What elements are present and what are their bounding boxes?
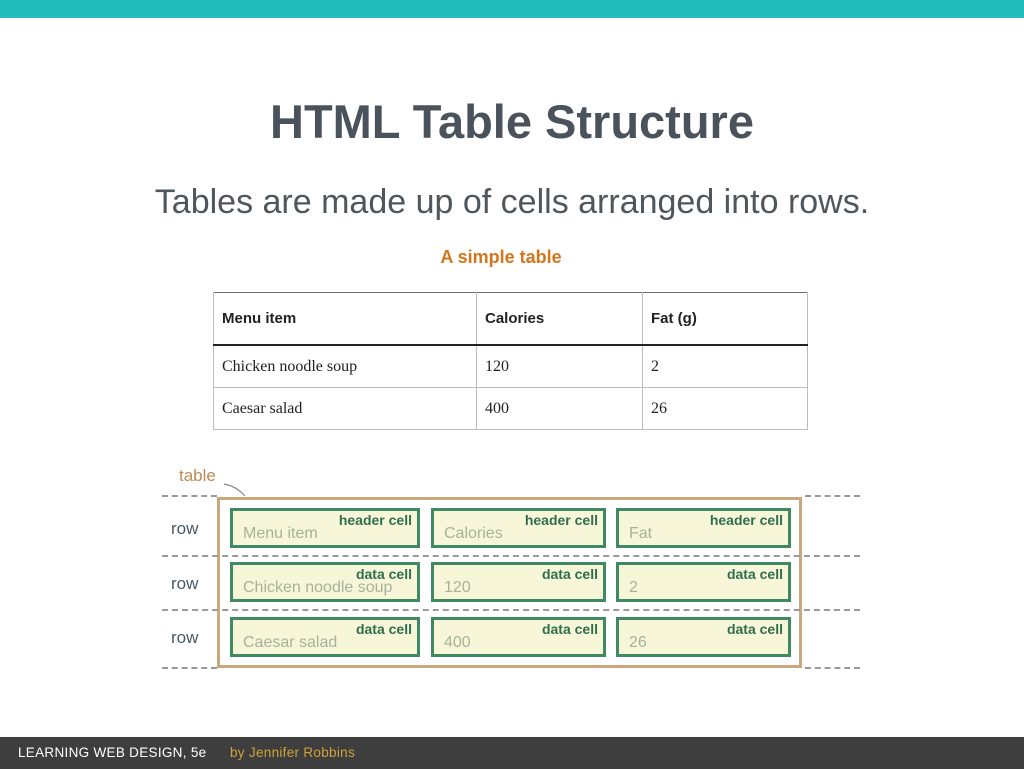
- top-accent-bar: [0, 0, 1024, 18]
- data-cell-label: data cell: [726, 566, 783, 582]
- data-cell-label: data cell: [541, 621, 598, 637]
- cell-content: 2: [629, 579, 638, 596]
- table-label: table: [179, 466, 216, 485]
- header-cell: Fat (g): [642, 292, 808, 346]
- header-cell: Menu item: [213, 292, 477, 346]
- data-cell: 2: [642, 344, 808, 388]
- header-cell-label: header cell: [709, 512, 783, 528]
- cell-content: Calories: [444, 525, 503, 542]
- footer-bar: LEARNING WEB DESIGN, 5e by Jennifer Robb…: [0, 737, 1024, 769]
- cell-content: 400: [444, 634, 471, 651]
- data-cell-box: data cell 120: [431, 562, 606, 602]
- simple-table: Menu item Calories Fat (g) Chicken noodl…: [213, 292, 808, 430]
- data-cell-label: data cell: [355, 566, 412, 582]
- header-cell-label: header cell: [524, 512, 598, 528]
- data-cell: 120: [476, 344, 643, 388]
- header-cell-box: header cell Calories: [431, 508, 606, 548]
- data-cell-box: data cell 400: [431, 617, 606, 657]
- data-cell: Caesar salad: [213, 387, 477, 430]
- slide-title: HTML Table Structure: [270, 95, 754, 148]
- footer-book-title: LEARNING WEB DESIGN, 5e: [18, 745, 207, 760]
- row-boundary-line: [162, 495, 217, 497]
- data-cell-box: data cell 2: [616, 562, 791, 602]
- row-boundary-line: [162, 667, 217, 669]
- row-boundary-line: [162, 609, 860, 611]
- cell-content: Menu item: [243, 525, 318, 542]
- table-row: Chicken noodle soup 120 2: [213, 344, 808, 388]
- data-cell-label: data cell: [726, 621, 783, 637]
- header-cell-box: header cell Fat: [616, 508, 791, 548]
- data-cell-box: data cell Caesar salad: [230, 617, 420, 657]
- data-cell: 400: [476, 387, 643, 430]
- figure-caption: A simple table: [440, 247, 562, 267]
- row-label: row: [171, 574, 199, 593]
- data-cell: 26: [642, 387, 808, 430]
- cell-content: Chicken noodle soup: [243, 579, 393, 596]
- cell-content: 120: [444, 579, 471, 596]
- row-boundary-line: [805, 667, 860, 669]
- footer-author: by Jennifer Robbins: [230, 745, 356, 760]
- row-label: row: [171, 519, 199, 538]
- row-label: row: [171, 628, 199, 647]
- row-boundary-line: [805, 495, 860, 497]
- data-cell-box: data cell Chicken noodle soup: [230, 562, 420, 602]
- header-cell: Calories: [476, 292, 643, 346]
- data-cell-label: data cell: [541, 566, 598, 582]
- header-cell-box: header cell Menu item: [230, 508, 420, 548]
- table-header-row: Menu item Calories Fat (g): [213, 292, 808, 346]
- cell-content: Caesar salad: [243, 634, 338, 651]
- table-row: Caesar salad 400 26: [213, 387, 808, 430]
- data-cell-box: data cell 26: [616, 617, 791, 657]
- row-boundary-line: [162, 555, 860, 557]
- header-cell-label: header cell: [338, 512, 412, 528]
- cell-content: Fat: [629, 525, 653, 542]
- data-cell-label: data cell: [355, 621, 412, 637]
- cell-content: 26: [629, 634, 647, 651]
- slide-subtitle: Tables are made up of cells arranged int…: [154, 183, 870, 221]
- data-cell: Chicken noodle soup: [213, 344, 477, 388]
